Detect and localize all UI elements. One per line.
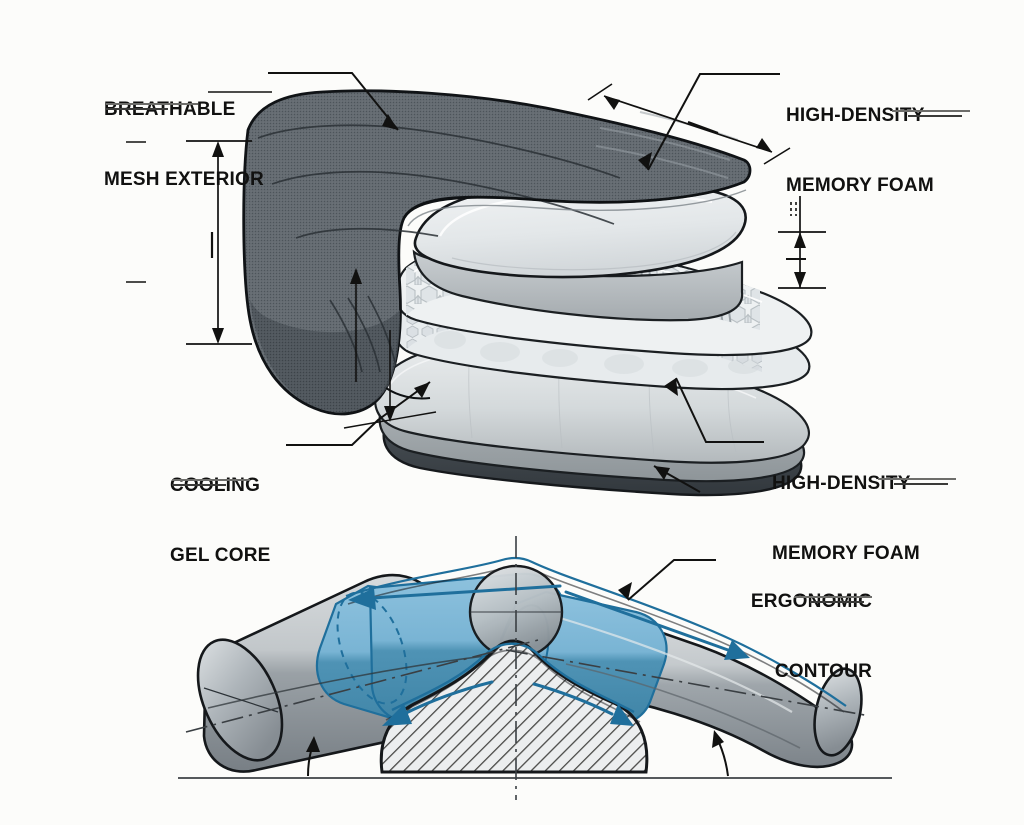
callout-ergonomic-contour: ERGONOMIC CONTOUR [722,544,872,729]
figure-exploded-cushion [126,72,826,497]
arrow-upper-left [370,584,562,600]
leader-lines-top [126,72,780,493]
rule-thick [106,107,168,111]
callout-line-2: CONTOUR [774,660,872,682]
arrow-lower-left [402,680,494,716]
arrow-upper-right [564,590,730,652]
dimension-top-width [587,83,791,165]
rule-thick [810,600,864,604]
callout-line-2: MEMORY FOAM [772,542,920,564]
arrow-lower-right [532,682,614,716]
callout-line-2: MESH EXTERIOR [104,168,264,190]
callout-rule-foam-top [892,110,970,118]
dimension-lines-top [186,83,826,345]
callout-rule-contour [794,596,872,604]
callout-line-2: GEL CORE [170,544,271,566]
callout-breathable-mesh-exterior: BREATHABLE MESH EXTERIOR [104,52,264,237]
dimension-gel-thickness [778,196,826,289]
callout-line-1: HIGH-DENSITY [786,105,925,127]
rule-thin [794,596,872,598]
right-axis [505,649,871,717]
rule-thick [172,483,226,487]
pressure-flow-arrows [348,584,750,726]
dimension-overall-height [186,140,252,345]
callout-high-density-memory-foam-bottom: HIGH-DENSITY MEMORY FOAM [772,426,920,611]
leader-mesh [268,72,399,131]
contour-outline [345,556,847,723]
callout-rule-mesh [106,103,198,111]
callout-line-1: BREATHABLE [104,99,236,121]
right-end-cap [813,667,863,757]
leader-gel [286,381,431,446]
leader-ergonomic-contour [618,559,716,601]
callout-rule-foam-bottom [878,478,956,486]
leader-foam-bottom [675,377,764,443]
angle-indicators [306,730,729,777]
callout-cooling-gel-core: COOLING GEL CORE [170,428,271,613]
leader-foam-top [647,73,780,171]
rule-thin [106,103,198,105]
figure-ergonomic-contour [178,536,892,800]
centerlines [185,536,871,800]
callout-rule-gel [172,479,250,487]
left-axis [185,639,539,733]
callout-high-density-memory-foam-top: HIGH-DENSITY MEMORY FOAM [786,58,934,243]
rule-thin [172,479,250,481]
callout-line-1: HIGH-DENSITY [772,473,911,495]
rule-thick [894,482,948,486]
rule-thick [908,114,962,118]
callout-line-2: MEMORY FOAM [786,174,934,196]
hatched-cushion-section [379,639,649,774]
rule-thin [878,478,956,480]
rule-thin [892,110,970,112]
